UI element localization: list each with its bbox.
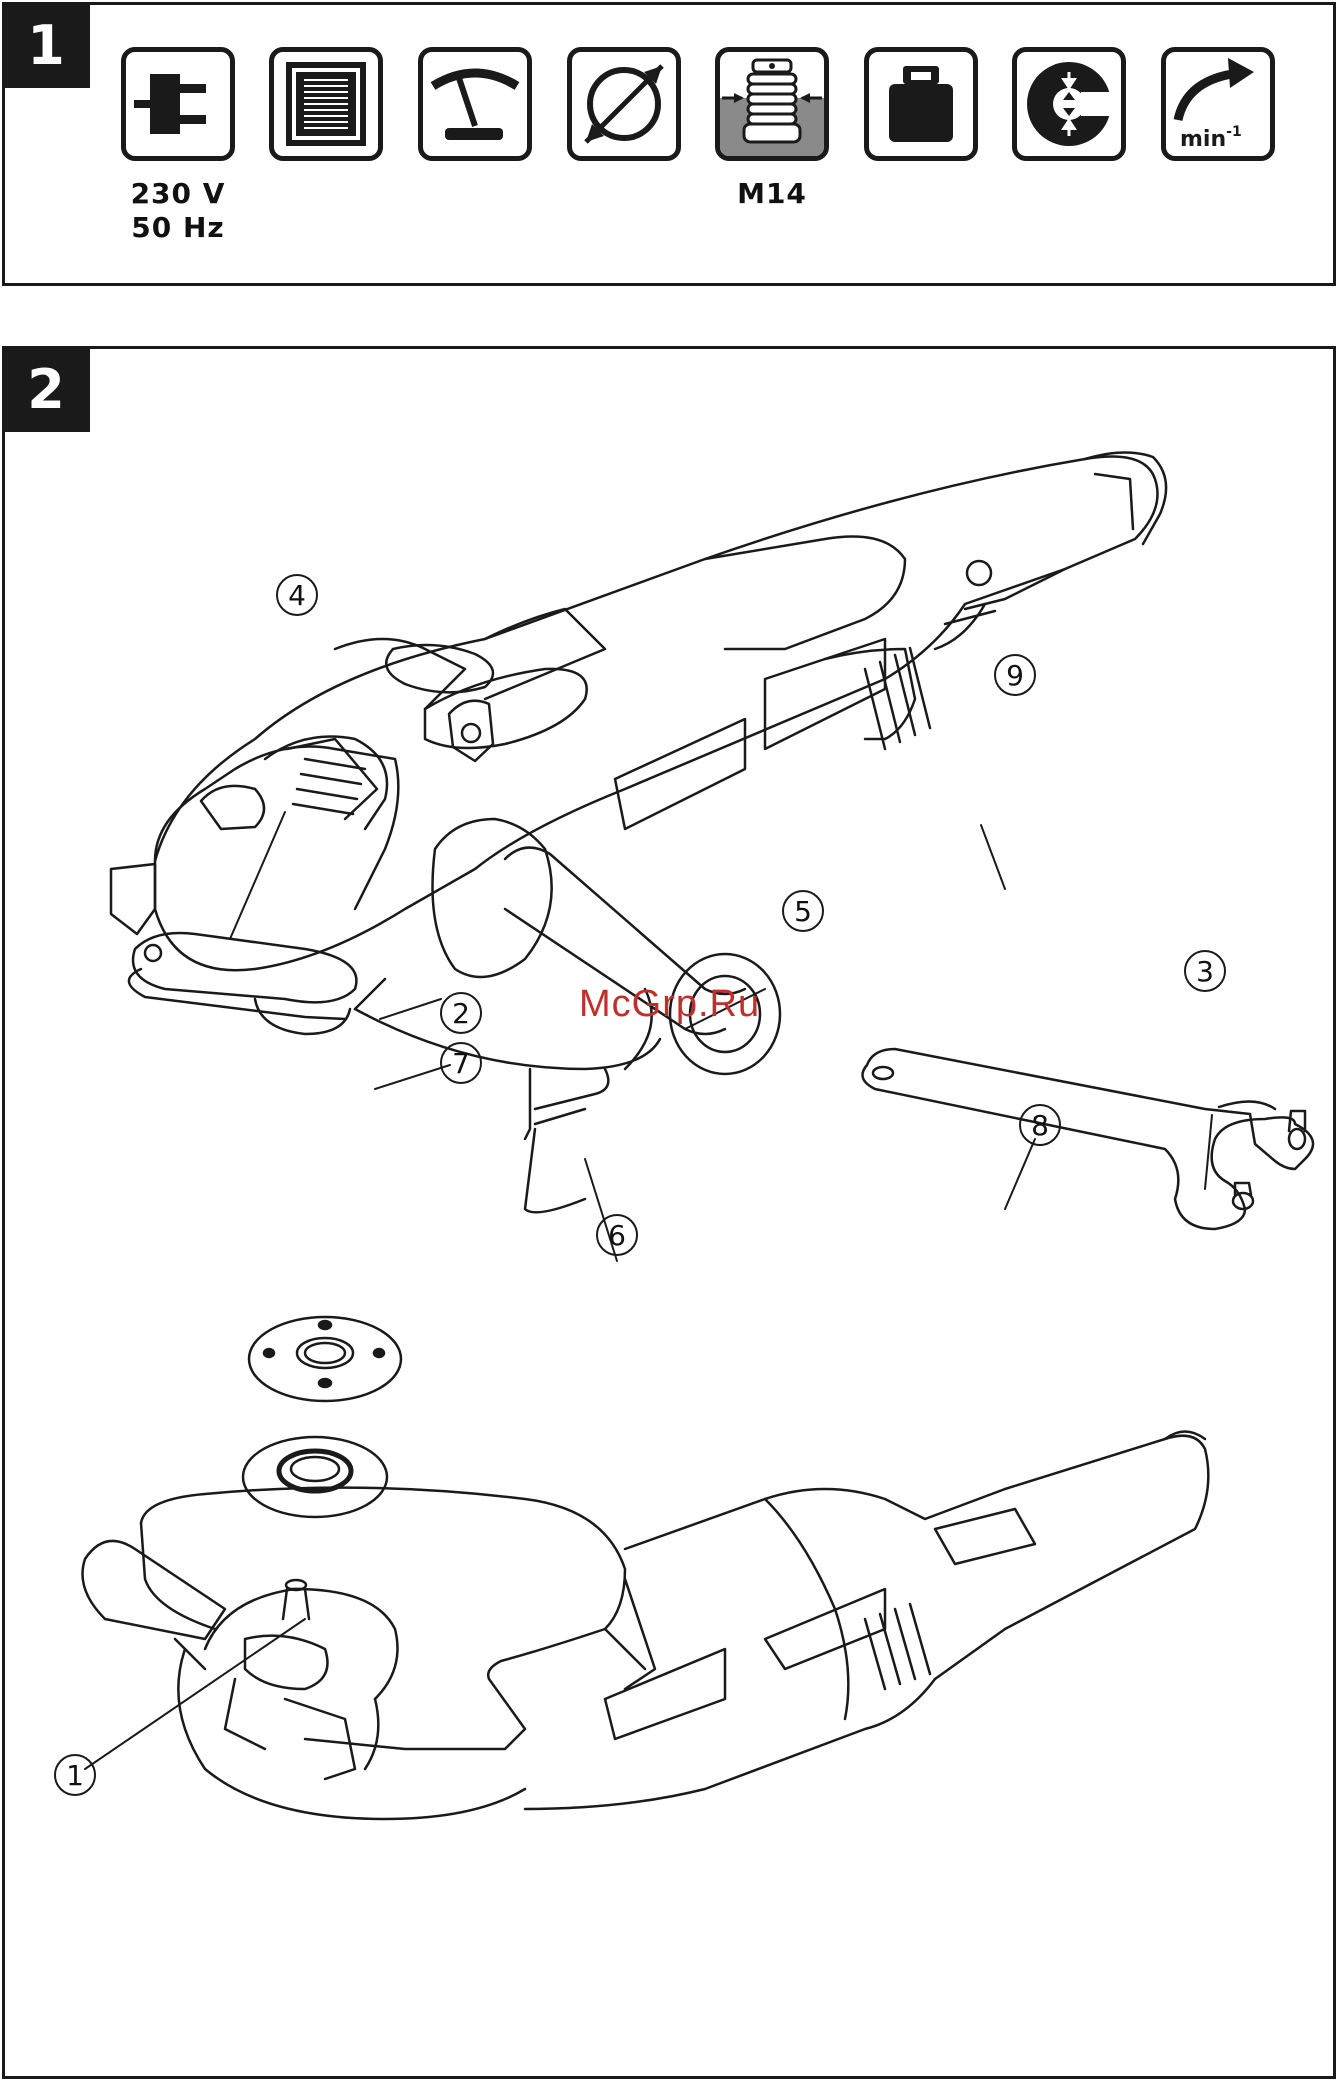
spindle-thread-icon	[715, 47, 829, 161]
callout-1: 1	[55, 1755, 95, 1795]
disc-bore-icon	[1012, 47, 1126, 161]
callout-4-number: 4	[288, 579, 306, 612]
power-meter-icon	[418, 47, 532, 161]
grinder-upper-illustration	[111, 452, 1166, 1212]
callout-9: 9	[995, 655, 1035, 695]
disc-diameter-icon	[567, 47, 681, 161]
plug-icon	[121, 47, 235, 161]
grinder-lower-illustration	[83, 1432, 1209, 1820]
callout-9-number: 9	[1006, 659, 1024, 692]
vent-slots-lower	[865, 1604, 930, 1689]
callout-7-number: 7	[452, 1047, 470, 1080]
callout-1-number: 1	[66, 1759, 84, 1792]
lock-on-button	[967, 561, 991, 585]
on-off-switch	[935, 1509, 1035, 1564]
spindle-lock-button	[201, 786, 264, 829]
watermark-text: McGrp.Ru	[579, 983, 760, 1026]
callout-2-number: 2	[452, 997, 470, 1030]
frequency-text: 50 Hz	[121, 211, 235, 245]
thread-label: M14	[715, 177, 829, 211]
callout-3-number: 3	[1196, 955, 1214, 988]
callout-5-number: 5	[794, 895, 812, 928]
callout-5: 5	[783, 891, 823, 931]
clamping-nut-illustration	[249, 1317, 401, 1401]
rpm-unit-text: min-1	[1180, 124, 1242, 152]
motor-coil-icon	[269, 47, 383, 161]
voltage-frequency-label: 230 V 50 Hz	[121, 177, 235, 245]
callout-2: 2	[441, 993, 481, 1033]
callout-3: 3	[1185, 951, 1225, 991]
callout-leaders	[85, 812, 1212, 1769]
panel-number-1: 1	[2, 2, 90, 88]
callout-8-number: 8	[1031, 1109, 1049, 1142]
callout-6: 6	[597, 1215, 637, 1255]
pin-spanner-illustration	[863, 1049, 1314, 1229]
technical-data-panel: 1	[2, 2, 1336, 286]
exploded-view-panel: 2	[2, 346, 1336, 2079]
callout-7: 7	[441, 1043, 481, 1083]
voltage-text: 230 V	[121, 177, 235, 211]
support-flange-illustration	[243, 1437, 387, 1517]
angle-grinder-drawing: 1 2 3 4 5 6 7 8	[5, 349, 1333, 2076]
callout-6-number: 6	[608, 1219, 626, 1252]
speed-rpm-icon: min-1	[1161, 47, 1275, 161]
callout-4: 4	[277, 575, 317, 615]
vent-slots-upper	[865, 648, 930, 749]
gear-head-ribs	[293, 759, 365, 814]
weight-icon	[864, 47, 978, 161]
